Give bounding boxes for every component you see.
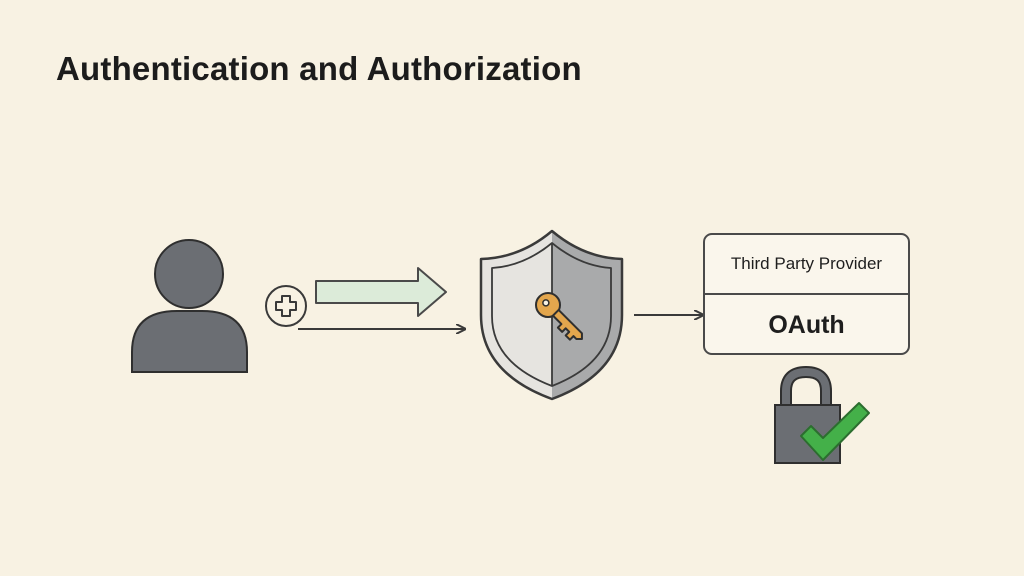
oauth-label: OAuth [768,310,845,339]
plus-badge-icon [265,285,307,327]
page-title: Authentication and Authorization [56,50,582,87]
shield-icon [479,229,624,401]
key-icon [535,292,583,341]
provider-header: Third Party Provider [705,235,908,295]
user-icon [131,239,248,373]
green-arrow [315,267,447,317]
checkmark-icon [800,402,870,461]
third-party-provider-box: Third Party Provider OAuth [703,233,910,355]
